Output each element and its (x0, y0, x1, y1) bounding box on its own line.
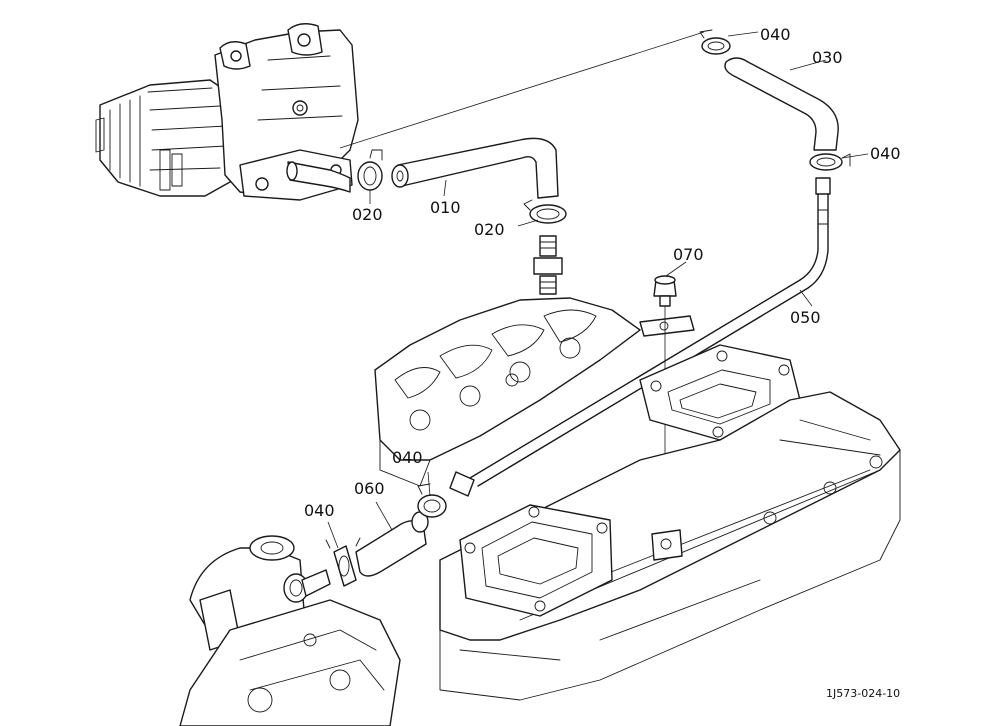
hose-030 (724, 57, 839, 151)
label-010: 010 (430, 198, 461, 217)
water-flange-housing (179, 535, 401, 726)
hose-clamp-020-upper (357, 149, 383, 191)
label-050: 050 (790, 308, 821, 327)
hose-clamp-040-lower-right (417, 483, 447, 518)
label-040-right: 040 (870, 144, 901, 163)
label-040-top: 040 (760, 25, 791, 44)
hose-010 (391, 137, 559, 199)
label-060: 060 (354, 479, 385, 498)
pipe-fitting (533, 235, 563, 295)
label-040-lower-right: 040 (392, 448, 423, 467)
label-040-lower-left: 040 (304, 501, 335, 520)
leader-lines (327, 31, 869, 549)
hose-clamp-040-lower-left (325, 537, 361, 587)
label-070: 070 (673, 245, 704, 264)
intake-manifold (439, 344, 901, 701)
label-020-upper: 020 (352, 205, 383, 224)
label-030: 030 (812, 48, 843, 67)
part-labels: 040 030 040 020 010 020 070 050 040 060 … (304, 25, 901, 700)
hose-060 (355, 511, 429, 577)
label-020-lower: 020 (474, 220, 505, 239)
hose-clamp-020-lower (523, 199, 567, 224)
egr-valve-assembly (95, 23, 359, 201)
hose-clamp-040-top (699, 29, 731, 55)
pipe-050 (449, 177, 831, 497)
cylinder-head (374, 297, 641, 487)
hose-clamp-040-right (809, 153, 851, 171)
figure-reference-code: 1J573-024-10 (826, 687, 900, 700)
